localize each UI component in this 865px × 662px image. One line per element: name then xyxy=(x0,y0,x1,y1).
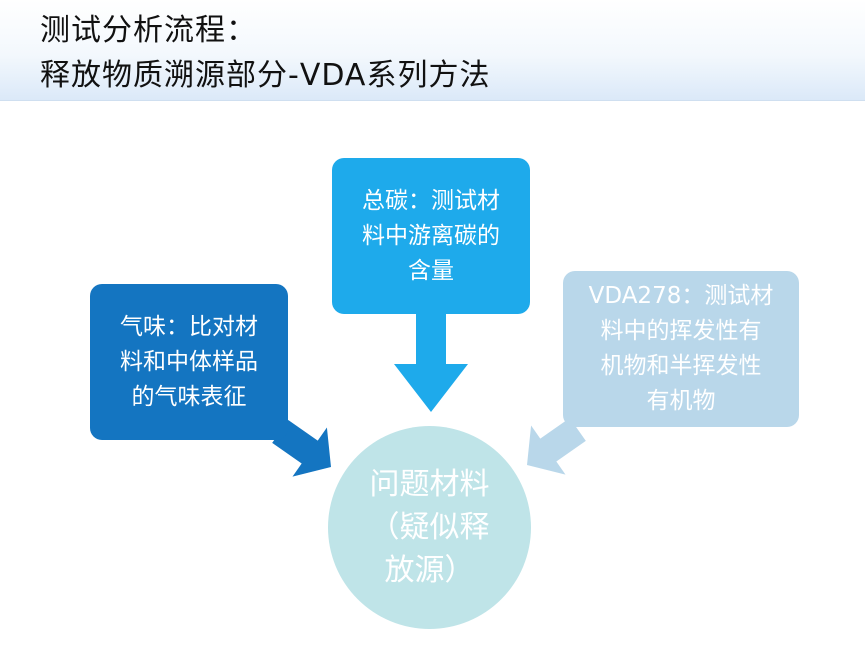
total-carbon-box: 总碳：测试材 料中游离碳的 含量 xyxy=(332,158,530,314)
odor-box: 气味：比对材 料和中体样品 的气味表征 xyxy=(90,284,288,440)
vda278-box: VDA278：测试材 料中的挥发性有 机物和半挥发性 有机物 xyxy=(563,271,799,427)
slide-header: 测试分析流程： 释放物质溯源部分-VDA系列方法 xyxy=(0,0,865,101)
slide-title-line-1: 测试分析流程： xyxy=(40,13,257,48)
arrow-left-diagonal xyxy=(272,419,331,477)
slide-title-line-2: 释放物质溯源部分-VDA系列方法 xyxy=(40,58,491,93)
arrow-top-down xyxy=(394,314,468,412)
problem-material-circle: 问题材料 （疑似释 放源） xyxy=(328,426,531,629)
arrow-right-diagonal xyxy=(527,417,586,475)
